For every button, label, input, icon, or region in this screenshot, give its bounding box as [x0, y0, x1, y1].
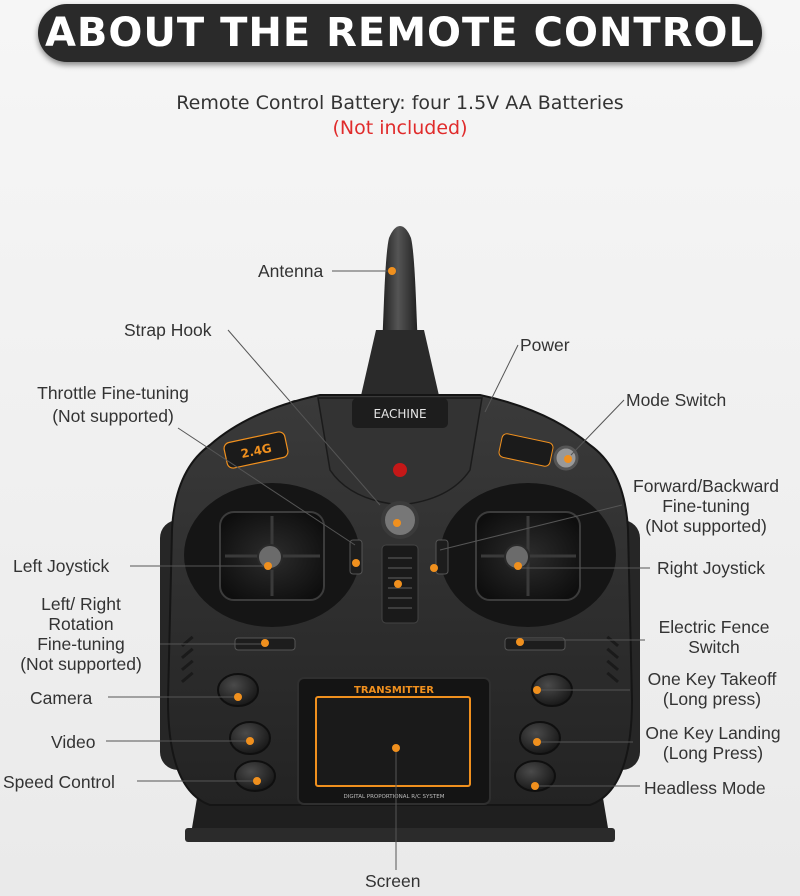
label-takeoff: One Key Takeoff (Long press)	[632, 669, 792, 709]
banner-title: ABOUT THE REMOTE CONTROL	[44, 10, 756, 56]
signal-badge-text: 2.4G	[240, 441, 273, 461]
label-landing: One Key Landing (Long Press)	[632, 723, 794, 763]
label-strap-hook: Strap Hook	[124, 320, 212, 340]
label-takeoff-line2: (Long press)	[662, 689, 762, 709]
label-electric-fence-line1: Electric Fence	[658, 617, 770, 637]
label-left-joystick: Left Joystick	[13, 556, 110, 576]
label-screen: Screen	[365, 871, 421, 891]
label-camera: Camera	[30, 688, 93, 708]
label-electric-fence: Electric Fence Switch	[638, 617, 790, 657]
label-right-joystick: Right Joystick	[657, 558, 765, 578]
mode-icon-strip	[498, 433, 554, 467]
label-electric-fence-line2: Switch	[688, 637, 740, 657]
label-fb-trim-line3: (Not supported)	[645, 516, 767, 536]
label-fb-trim-line1: Forward/Backward	[633, 476, 779, 496]
label-lr-trim-line3: Fine-tuning	[37, 634, 125, 654]
screen-footer: DIGITAL PROPORTIONAL R/C SYSTEM	[344, 794, 445, 800]
label-power: Power	[520, 335, 570, 355]
brand-logo: EACHINE	[373, 407, 426, 421]
label-landing-line1: One Key Landing	[645, 723, 781, 743]
label-mode-switch: Mode Switch	[626, 390, 727, 410]
right-grill	[606, 635, 620, 684]
label-throttle-trim: Throttle Fine-tuning (Not supported)	[18, 383, 208, 426]
label-throttle-trim-line1: Throttle Fine-tuning	[37, 383, 189, 403]
label-lr-trim-line4: (Not supported)	[20, 654, 142, 674]
leader-lines	[106, 270, 650, 870]
power-button	[381, 501, 419, 539]
callout-dots	[234, 267, 572, 790]
label-lr-trim: Left/ Right Rotation Fine-tuning (Not su…	[6, 594, 156, 674]
label-throttle-trim-line2: (Not supported)	[52, 406, 174, 426]
title-banner: ABOUT THE REMOTE CONTROL	[38, 4, 762, 62]
battery-info: Remote Control Battery: four 1.5V AA Bat…	[176, 92, 624, 114]
brand-plate	[352, 398, 448, 428]
throttle-trim-slider	[349, 539, 363, 575]
power-led	[393, 463, 407, 477]
speed-control-button	[234, 760, 276, 792]
label-headless: Headless Mode	[644, 778, 766, 798]
base-foot	[185, 828, 615, 842]
label-speed-control: Speed Control	[3, 772, 115, 792]
signal-badge	[223, 431, 289, 469]
label-lr-trim-line1: Left/ Right	[41, 594, 121, 614]
label-antenna: Antenna	[258, 261, 324, 281]
label-video: Video	[51, 732, 96, 752]
label-landing-line2: (Long Press)	[662, 743, 764, 763]
label-fb-trim-line2: Fine-tuning	[662, 496, 750, 516]
antenna-base	[360, 330, 440, 400]
headless-button	[514, 760, 556, 792]
landing-button	[519, 721, 561, 755]
label-lr-trim-line2: Rotation	[48, 614, 114, 634]
label-takeoff-line1: One Key Takeoff	[647, 669, 777, 689]
camera-button	[217, 673, 259, 707]
battery-note: (Not included)	[332, 117, 468, 139]
screen-display	[315, 696, 471, 787]
screen-header: TRANSMITTER	[354, 685, 434, 696]
label-fb-trim: Forward/Backward Fine-tuning (Not suppor…	[620, 476, 792, 536]
